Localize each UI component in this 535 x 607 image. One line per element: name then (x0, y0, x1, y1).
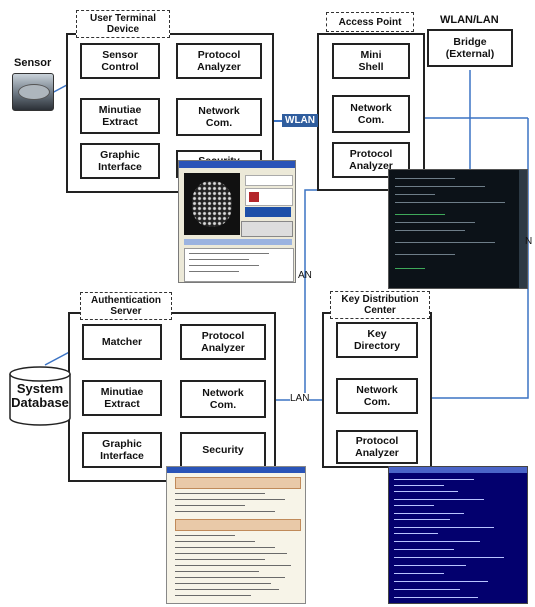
sensor-device-image (12, 73, 54, 111)
auth-server-screenshot (166, 466, 306, 604)
auth-protocol-analyzer-box[interactable]: Protocol Analyzer (180, 324, 266, 360)
terminal-protocol-analyzer-box[interactable]: Protocol Analyzer (176, 43, 262, 79)
terminal-minutiae-extract-box[interactable]: Minutiae Extract (80, 98, 160, 134)
auth-security-box[interactable]: Security (180, 432, 266, 468)
wlan-link-label: WLAN (282, 114, 318, 127)
terminal-graphic-interface-box[interactable]: Graphic Interface (80, 143, 160, 179)
kdc-console-screenshot (388, 466, 528, 604)
key-directory-box[interactable]: Key Directory (336, 322, 418, 358)
kdc-protocol-analyzer-box[interactable]: Protocol Analyzer (336, 430, 418, 464)
ap-network-com-box[interactable]: Network Com. (332, 95, 410, 133)
system-database-label: System Database (11, 381, 69, 410)
terminal-screenshot (388, 169, 528, 289)
sensor-control-box[interactable]: Sensor Control (80, 43, 160, 79)
kdc-title: Key Distribution Center (330, 291, 430, 319)
auth-network-com-box[interactable]: Network Com. (180, 380, 266, 418)
bridge-label: WLAN/LAN (440, 14, 499, 26)
access-point-title: Access Point (326, 12, 414, 32)
system-database-cylinder[interactable] (8, 366, 72, 426)
bridge-box[interactable]: Bridge (External) (427, 29, 513, 67)
auth-minutiae-extract-box[interactable]: Minutiae Extract (82, 380, 162, 416)
auth-server-title: Authentication Server (80, 292, 172, 320)
matcher-box[interactable]: Matcher (82, 324, 162, 360)
kdc-network-com-box[interactable]: Network Com. (336, 378, 418, 414)
bridge-ap-link (414, 118, 529, 403)
terminal-network-com-box[interactable]: Network Com. (176, 98, 262, 136)
lan-label-right: N (525, 236, 533, 247)
lan-label-left: AN (298, 270, 312, 281)
auth-graphic-interface-box[interactable]: Graphic Interface (82, 432, 162, 468)
sensor-label: Sensor (14, 57, 52, 69)
mini-shell-box[interactable]: Mini Shell (332, 43, 410, 79)
lan-label-mid: LAN (290, 393, 310, 404)
fingerprint-gui-screenshot (178, 160, 296, 283)
user-terminal-title: User Terminal Device (76, 10, 170, 38)
